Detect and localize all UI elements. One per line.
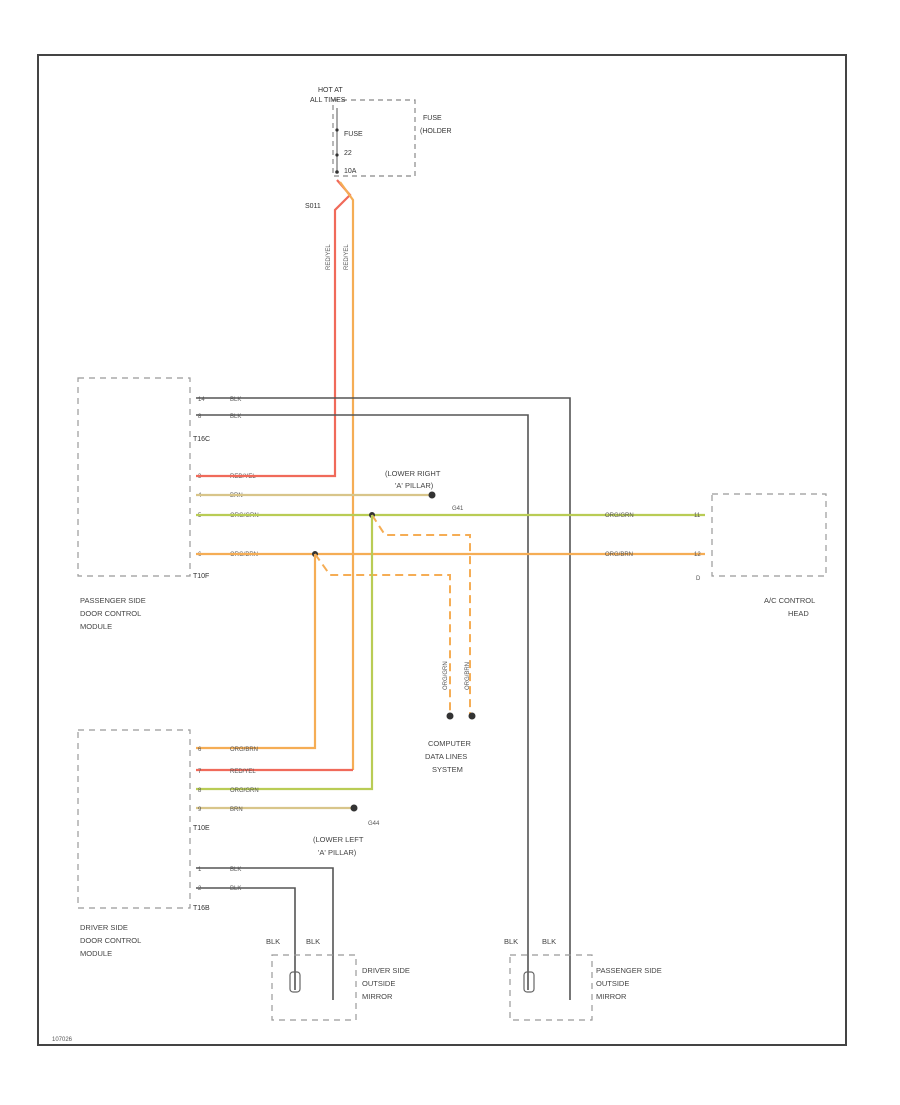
pass-pin-1: 14 bbox=[198, 397, 205, 403]
ground-right: (LOWER RIGHT 'A' PILLAR) G41 bbox=[385, 469, 464, 512]
driver-pin-3: 8 bbox=[198, 788, 202, 794]
driver-wire-3: ORG/GRN bbox=[230, 788, 259, 794]
hot-at-line1: HOT AT bbox=[318, 87, 343, 94]
computer-wire-2: ORG/BRN bbox=[465, 662, 471, 690]
fuse-rating: 10A bbox=[344, 168, 357, 175]
driver-mirror-wire-1: BLK bbox=[266, 937, 280, 946]
driver-mirror-wires bbox=[196, 867, 334, 1000]
ground-left-label-2: 'A' PILLAR) bbox=[318, 848, 357, 857]
pass-module-label-1: PASSENGER SIDE bbox=[80, 596, 146, 605]
passenger-door-module: T16C T10F PASSENGER SIDE DOOR CONTROL MO… bbox=[77, 377, 259, 631]
splice-top-label: S011 bbox=[305, 203, 321, 210]
pass-wire-1: BLK bbox=[230, 397, 241, 403]
driver-wire-1: ORG/BRN bbox=[230, 747, 258, 753]
computer-label-2: DATA LINES bbox=[425, 752, 467, 761]
driver-pin-1: 6 bbox=[198, 747, 202, 753]
ground-right-label-1: (LOWER RIGHT bbox=[385, 469, 441, 478]
pass-mirror-label-2: OUTSIDE bbox=[596, 979, 629, 988]
pass-module-label-3: MODULE bbox=[80, 622, 112, 631]
fuse-label: FUSE bbox=[344, 131, 363, 138]
pass-mirror-label-3: MIRROR bbox=[596, 992, 627, 1001]
passenger-side-mirror: BLK BLK PASSENGER SIDE OUTSIDE MIRROR bbox=[504, 937, 662, 1021]
passenger-module-wires bbox=[196, 397, 705, 1000]
driver-module-label-3: MODULE bbox=[80, 949, 112, 958]
pass-mirror-label-1: PASSENGER SIDE bbox=[596, 966, 662, 975]
pass-wire-2: BLK bbox=[230, 414, 241, 420]
ac-control-head: ORG/GRN ORG/BRN 11 12 D A/C CONTROL HEAD bbox=[605, 493, 827, 618]
computer-wire-1: ORG/GRN bbox=[443, 661, 449, 690]
driver-mirror-label-3: MIRROR bbox=[362, 992, 393, 1001]
ground-left: G44 (LOWER LEFT 'A' PILLAR) bbox=[313, 821, 380, 857]
pass-pin-2: 8 bbox=[198, 414, 202, 420]
fuse-holder-line2: (HOLDER bbox=[420, 128, 452, 135]
driver-conn-b: T16B bbox=[193, 905, 210, 912]
ac-pin-1: 11 bbox=[694, 513, 701, 519]
computer-label-3: SYSTEM bbox=[432, 765, 463, 774]
driver-mirror-label-2: OUTSIDE bbox=[362, 979, 395, 988]
driver-pin-5: 1 bbox=[198, 867, 202, 873]
pass-mirror-wire-2: BLK bbox=[542, 937, 556, 946]
ac-pin-2: 12 bbox=[694, 552, 701, 558]
driver-module-label-2: DOOR CONTROL bbox=[80, 936, 141, 945]
hot-at-line2: ALL TIMES bbox=[310, 97, 346, 104]
fuse-holder: HOT AT ALL TIMES FUSE 22 10A FUSE (HOLDE… bbox=[305, 87, 452, 210]
driver-pin-6: 2 bbox=[198, 886, 202, 892]
ac-conn: D bbox=[696, 576, 701, 582]
ground-right-label-2: 'A' PILLAR) bbox=[395, 481, 434, 490]
fuse-holder-line1: FUSE bbox=[423, 115, 442, 122]
ac-label-1: A/C CONTROL bbox=[764, 596, 815, 605]
pass-conn-top: T16C bbox=[193, 436, 210, 443]
ground-right-id: G41 bbox=[452, 506, 464, 512]
data-lines: ORG/GRN ORG/BRN COMPUTER DATA LINES SYST… bbox=[314, 514, 476, 774]
driver-wire-4: BRN bbox=[230, 807, 243, 813]
top-wire-label-1: RED/YEL bbox=[326, 244, 332, 270]
driver-side-mirror: BLK BLK DRIVER SIDE OUTSIDE MIRROR bbox=[266, 937, 410, 1021]
pass-module-label-2: DOOR CONTROL bbox=[80, 609, 141, 618]
top-wire-label-2: RED/YEL bbox=[344, 244, 350, 270]
ground-left-label-1: (LOWER LEFT bbox=[313, 835, 364, 844]
driver-mirror-label-1: DRIVER SIDE bbox=[362, 966, 410, 975]
driver-pin-2: 7 bbox=[198, 769, 202, 775]
fuse-feed-wires: RED/YEL RED/YEL bbox=[318, 179, 355, 770]
pass-conn-bottom: T10F bbox=[193, 573, 209, 580]
ac-wire-1: ORG/GRN bbox=[605, 513, 634, 519]
driver-wire-5: BLK bbox=[230, 867, 241, 873]
ground-left-id: G44 bbox=[368, 821, 380, 827]
driver-wire-6: BLK bbox=[230, 886, 241, 892]
driver-mirror-wire-2: BLK bbox=[306, 937, 320, 946]
ac-wire-2: ORG/BRN bbox=[605, 552, 633, 558]
diagram-frame bbox=[37, 54, 847, 1046]
driver-wire-2: RED/YEL bbox=[230, 769, 256, 775]
computer-label-1: COMPUTER bbox=[428, 739, 472, 748]
diagram-id: 107026 bbox=[52, 1037, 73, 1043]
ac-label-2: HEAD bbox=[788, 609, 809, 618]
pass-mirror-wire-1: BLK bbox=[504, 937, 518, 946]
cross-wires bbox=[196, 515, 374, 812]
driver-conn-a: T10E bbox=[193, 825, 210, 832]
fuse-number: 22 bbox=[344, 150, 352, 157]
driver-pin-4: 9 bbox=[198, 807, 202, 813]
driver-module-label-1: DRIVER SIDE bbox=[80, 923, 128, 932]
driver-door-module: T10E T16B DRIVER SIDE DOOR CONTROL MODUL… bbox=[77, 729, 259, 958]
